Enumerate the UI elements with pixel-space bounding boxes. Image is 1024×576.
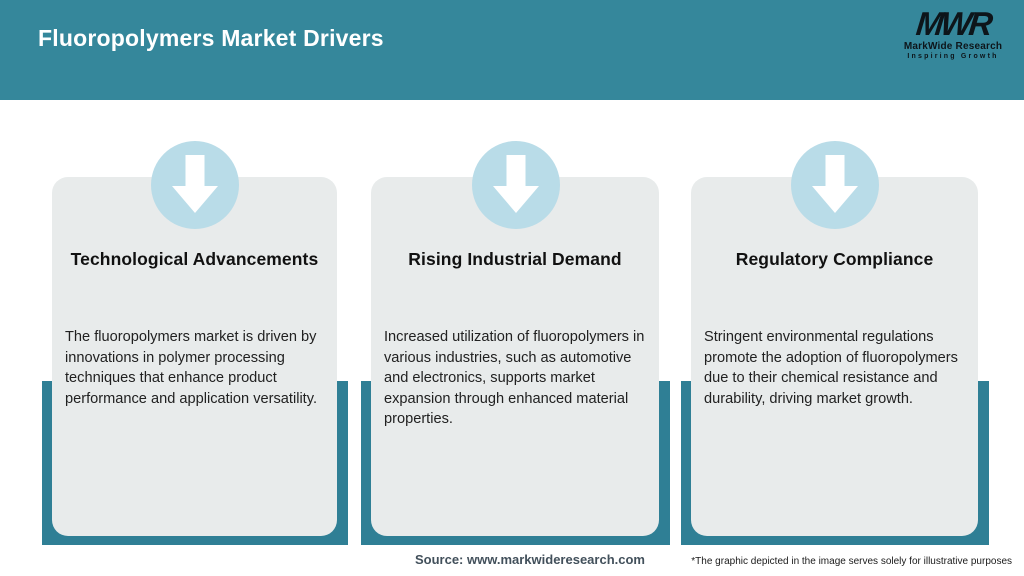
source-text: Source: www.markwideresearch.com <box>414 552 645 567</box>
logo-tagline: Inspiring Growth <box>907 53 999 60</box>
down-arrow-icon <box>471 141 560 229</box>
card-description: Stringent environmental regulations prom… <box>704 329 958 407</box>
card-title: Regulatory Compliance <box>735 249 934 269</box>
markwide-logo: MWR MarkWide Research Inspiring Growth <box>898 5 1008 60</box>
card-description: Increased utilization of fluoropolymers … <box>384 329 645 428</box>
driver-card-group-3: Regulatory Compliance Stringent environm… <box>681 0 989 576</box>
driver-card: Rising Industrial Demand Increased utili… <box>371 177 659 536</box>
driver-card: Technological Advancements The fluoropol… <box>52 177 337 536</box>
driver-card-group-2: Rising Industrial Demand Increased utili… <box>361 0 670 576</box>
card-title: Technological Advancements <box>70 249 319 269</box>
page-title: Fluoropolymers Market Drivers <box>38 25 384 51</box>
disclaimer-text: *The graphic depicted in the image serve… <box>691 556 1012 567</box>
driver-card: Regulatory Compliance Stringent environm… <box>691 177 978 536</box>
down-arrow-icon <box>791 141 879 229</box>
header-bar: Fluoropolymers Market Drivers MWR MarkWi… <box>0 0 1024 100</box>
driver-card-group-1: Technological Advancements The fluoropol… <box>42 0 348 576</box>
logo-name: MarkWide Research <box>903 41 1003 52</box>
card-title: Rising Industrial Demand <box>408 249 622 269</box>
card-description: The fluoropolymers market is driven by i… <box>65 329 318 407</box>
down-arrow-icon <box>151 141 239 229</box>
